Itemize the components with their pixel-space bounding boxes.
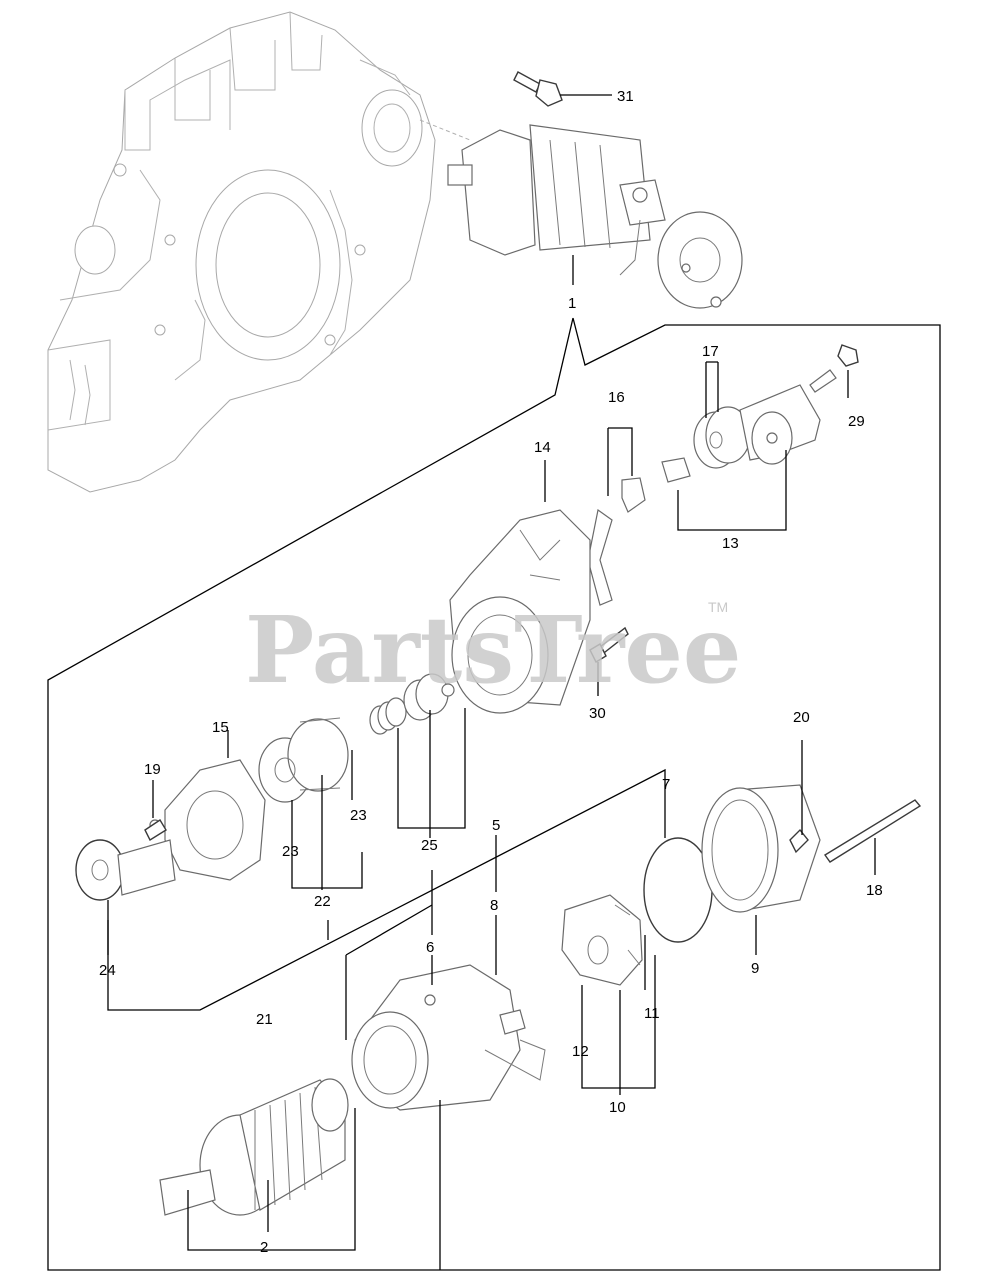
bolt-20-illustration: [789, 828, 809, 854]
yoke-illustration: [351, 964, 546, 1111]
callout-21: 21: [256, 1011, 273, 1028]
callout-9: 9: [751, 960, 759, 977]
through-bolt-18-illustration: [823, 799, 922, 863]
callout-1: 1: [568, 295, 576, 312]
callout-5: 5: [492, 817, 500, 834]
callout-8: 8: [490, 897, 498, 914]
clutch-assembly-illustration: [258, 717, 349, 803]
callout-6: 6: [426, 939, 434, 956]
armature-illustration: [159, 1078, 349, 1216]
callout-30: 30: [589, 705, 606, 722]
bolt-30-illustration: [589, 626, 629, 663]
drive-housing-illustration: [449, 509, 591, 714]
callout-31: 31: [617, 88, 634, 105]
callout-22: 22: [314, 893, 331, 910]
rear-cover-illustration: [701, 784, 821, 913]
callout-2: 2: [260, 1239, 268, 1256]
callout-29: 29: [848, 413, 865, 430]
callout-17: 17: [702, 343, 719, 360]
callout-23a: 23: [282, 843, 299, 860]
callout-20: 20: [793, 709, 810, 726]
trademark-symbol: TM: [708, 599, 728, 615]
callout-23b: 23: [350, 807, 367, 824]
partstree-watermark: PartsTree: [245, 596, 741, 704]
callout-labels: 1 2 5 6 7 8 9 10 11 12 13 14 15 16 17 18…: [99, 88, 883, 1256]
leader-lines: [47, 94, 941, 1271]
pinion-gear-illustration: [75, 839, 176, 901]
callout-19: 19: [144, 761, 161, 778]
starter-assembly-illustration: [447, 124, 743, 309]
callout-16: 16: [608, 389, 625, 406]
callout-25: 25: [421, 837, 438, 854]
callout-7: 7: [662, 776, 670, 793]
callout-10: 10: [609, 1099, 626, 1116]
callout-24: 24: [99, 962, 116, 979]
bolt-31-illustration: [513, 71, 563, 107]
callout-14: 14: [534, 439, 551, 456]
callout-12: 12: [572, 1043, 589, 1060]
engine-block-illustration: [47, 11, 471, 493]
shift-lever-illustration: [587, 477, 646, 606]
callout-18: 18: [866, 882, 883, 899]
callout-13: 13: [722, 535, 739, 552]
callout-15: 15: [212, 719, 229, 736]
brush-holder-illustration: [561, 894, 643, 986]
bolt-19-illustration: [144, 819, 167, 842]
spring-collar-illustration: [369, 673, 455, 735]
callout-11: 11: [644, 1005, 660, 1022]
solenoid-illustration: [661, 344, 859, 483]
